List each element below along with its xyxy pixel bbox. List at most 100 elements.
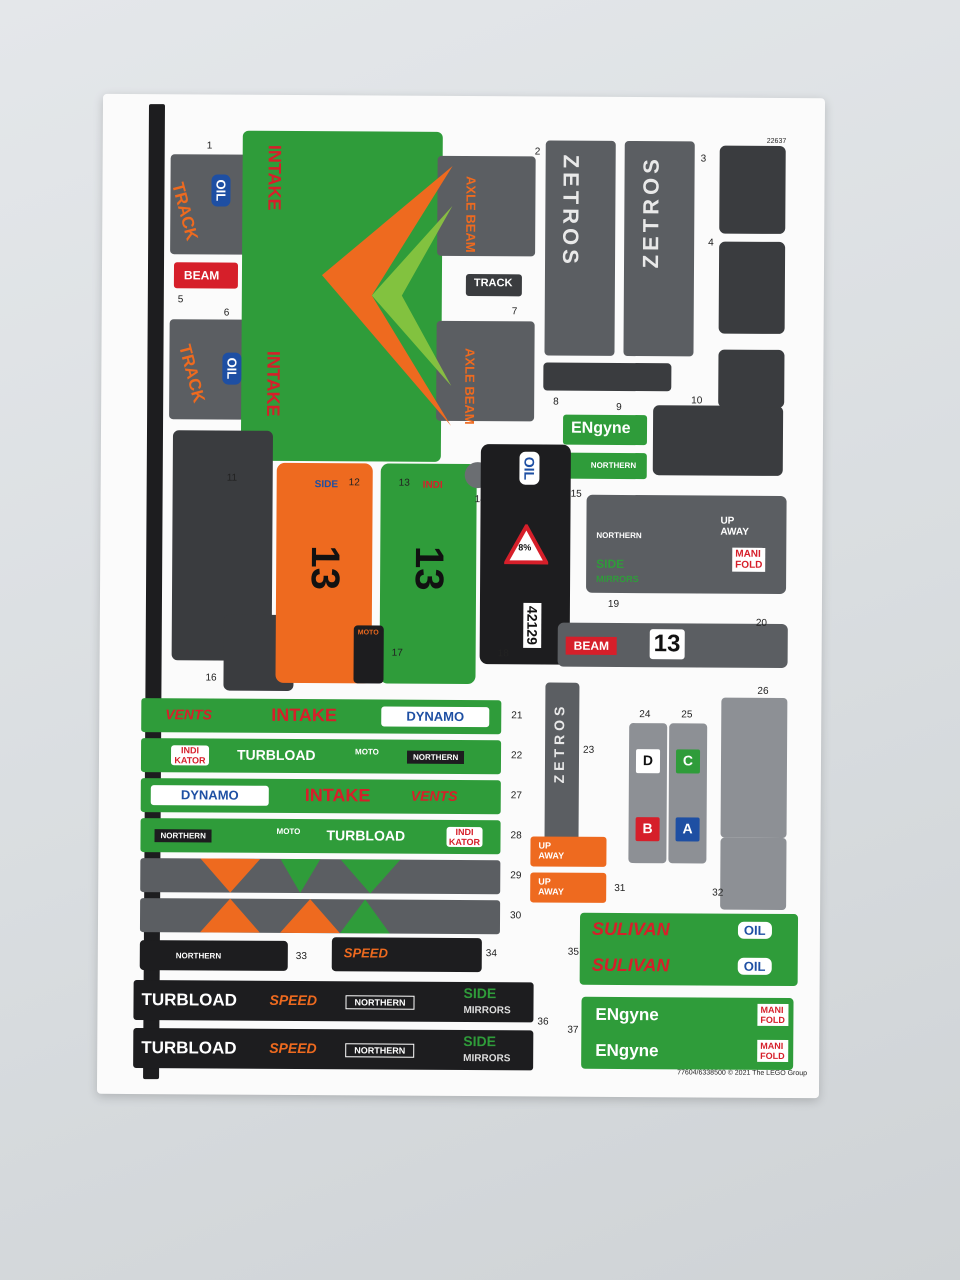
sticker-32-panel xyxy=(720,837,787,910)
letter-b: B xyxy=(635,817,660,842)
label-9: 9 xyxy=(616,401,622,413)
sticker-36-strip-top: TURBLOAD SPEED NORTHERN SIDE MIRRORS xyxy=(133,980,534,1023)
zetros-text-2: ZETROS xyxy=(558,154,584,268)
mani-text: MANI xyxy=(735,548,761,560)
label-34: 34 xyxy=(485,948,497,960)
sticker-sheet: 22637 1 6 5 7 TRACK TRACK OIL OIL INTAKE… xyxy=(96,93,826,1099)
race-number-20: 13 xyxy=(649,629,685,660)
kator-text-22: KATOR xyxy=(174,755,206,766)
label-3: 3 xyxy=(700,153,707,165)
engyne-logo-37b: ENgyne xyxy=(595,1040,659,1061)
turbload-logo-36a: TURBLOAD xyxy=(141,990,237,1010)
turbload-logo-22: TURBLOAD xyxy=(236,746,316,764)
northern-logo-36b: NORTHERN xyxy=(345,1043,415,1058)
fold-text-37b: FOLD xyxy=(760,1050,785,1061)
oil-logo-35b: OIL xyxy=(737,957,772,975)
orange-chevron-strip-29 xyxy=(200,858,401,894)
axle-beam-20: BEAM xyxy=(565,636,618,655)
dynamo-logo-21: DYNAMO xyxy=(381,706,490,728)
axle-text: AXLE xyxy=(463,176,479,211)
axle-beam-logo-1: AXLE BEAM xyxy=(463,176,478,253)
vents-logo-27: VENTS xyxy=(410,787,458,804)
sheet-code: 22637 xyxy=(766,137,787,145)
sticker-26-panel xyxy=(720,697,788,838)
side-mirrors-12: SIDE xyxy=(315,479,338,490)
mani-text-37b: MANI xyxy=(760,1040,784,1051)
away-text-31a: AWAY xyxy=(538,850,565,861)
label-5: 5 xyxy=(177,294,184,306)
label-22: 22 xyxy=(510,750,523,762)
turbload-logo-36b: TURBLOAD xyxy=(141,1038,237,1058)
oil-logo-1: OIL xyxy=(211,174,231,207)
sticker-8-grille xyxy=(543,362,672,392)
moto-logo-17: MOTO xyxy=(357,629,379,637)
zetros-text-3: ZETROS xyxy=(638,155,664,269)
side-text-36a: SIDE xyxy=(463,985,497,1002)
axle-beam-logo-6: AXLE BEAM xyxy=(462,348,477,425)
label-15: 15 xyxy=(570,488,582,500)
northern-logo-22: NORTHERN xyxy=(406,750,465,765)
dynamo-logo-27: DYNAMO xyxy=(150,785,269,806)
sticker-25-tile xyxy=(668,723,708,864)
northern-logo-36a: NORTHERN xyxy=(345,995,415,1010)
label-11: 11 xyxy=(226,472,238,484)
side-text: SIDE xyxy=(314,479,339,491)
label-17: 17 xyxy=(391,647,403,659)
vents-logo-21: VENTS xyxy=(165,706,213,723)
sticker-4-tile-top xyxy=(719,145,786,234)
label-32: 32 xyxy=(712,887,724,899)
label-23: 23 xyxy=(583,744,595,756)
mirrors-text-19: MIRRORS xyxy=(596,573,639,585)
letter-d: D xyxy=(635,749,661,774)
letter-a: A xyxy=(675,817,700,842)
mirrors-text-36a: MIRRORS xyxy=(463,1005,511,1017)
label-4: 4 xyxy=(708,237,714,249)
label-30: 30 xyxy=(510,910,522,922)
away-text: AWAY xyxy=(720,526,749,538)
label-26: 26 xyxy=(757,685,769,697)
label-2: 2 xyxy=(534,146,541,158)
label-25: 25 xyxy=(681,709,693,721)
moto-logo-28: MOTO xyxy=(276,826,301,837)
up-text-31a: UP xyxy=(538,840,552,851)
label-29: 29 xyxy=(510,870,522,882)
orange-chevron-graphic xyxy=(321,165,453,426)
sticker-7-text: TRACK xyxy=(473,277,513,290)
label-10: 10 xyxy=(691,395,703,407)
label-19: 19 xyxy=(607,598,620,610)
sticker-5-text: BEAM xyxy=(183,268,220,283)
label-1: 1 xyxy=(206,140,213,152)
label-31: 31 xyxy=(614,882,626,895)
label-24: 24 xyxy=(639,709,651,721)
orange-chevron-strip-30 xyxy=(199,898,390,934)
intake-logo-27: INTAKE xyxy=(304,785,371,806)
side-mirrors-36a: SIDE MIRRORS xyxy=(463,985,511,1018)
fold-text: FOLD xyxy=(735,559,763,571)
indi-text-28: INDI xyxy=(455,826,474,838)
label-33: 33 xyxy=(295,950,307,963)
label-28: 28 xyxy=(510,830,522,842)
intake-logo-1: INTAKE xyxy=(264,144,285,211)
label-18: 18 xyxy=(497,648,509,660)
sulivan-logo-35b: SULIVAN xyxy=(591,954,670,976)
kator-text-28: KATOR xyxy=(448,836,481,848)
speed-logo-36a: SPEED xyxy=(269,991,318,1009)
up-text: UP xyxy=(720,515,735,527)
northern-logo-33: NORTHERN xyxy=(175,951,222,961)
zetros-text-23: ZETROS xyxy=(550,702,568,784)
beam-text: BEAM xyxy=(463,214,479,253)
sticker-27-strip: DYNAMO INTAKE VENTS xyxy=(140,778,501,815)
label-37: 37 xyxy=(567,1024,579,1036)
side-text-36b: SIDE xyxy=(463,1033,497,1050)
race-number-13: 13 xyxy=(406,545,452,591)
oil-logo-6: OIL xyxy=(222,352,242,385)
northern-logo-28: NORTHERN xyxy=(154,829,212,843)
label-7: 7 xyxy=(511,306,518,318)
